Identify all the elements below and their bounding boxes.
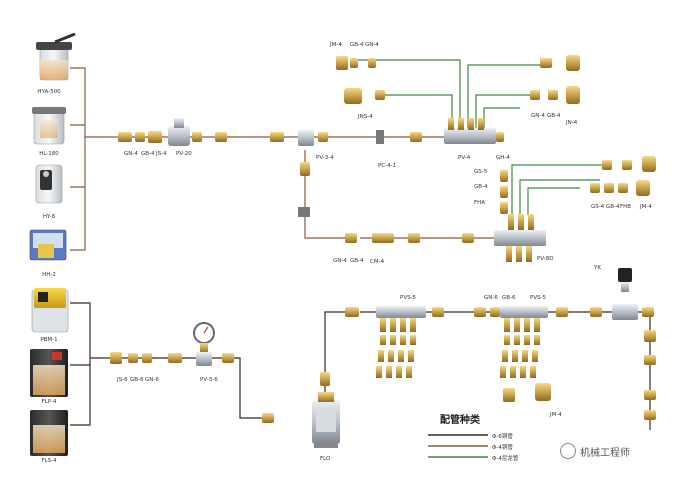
label-gn-4-right: GN-4: [531, 113, 545, 119]
label-gb-6: GB-6: [502, 295, 516, 301]
pvs-5-b-outlets: [500, 318, 540, 378]
pump-hl-180: [32, 107, 66, 145]
pump-hh-2: [29, 229, 67, 261]
label-pvs-5-a: PVS-5: [400, 295, 417, 301]
wechat-icon: [560, 443, 576, 459]
legend-item-phi6-copper: Φ-6铜管: [492, 434, 513, 440]
yk-pressure-switch: [612, 268, 638, 320]
legend-item-phi4-copper: Φ-4铜管: [492, 445, 513, 451]
label-jns-4: JNS-4: [358, 114, 373, 120]
pressure-gauge: [193, 322, 215, 366]
label-gb-4-mid2: GB-4: [606, 204, 620, 210]
legend-lines: [428, 434, 488, 458]
pump-label-pbm-1: PBM-1: [40, 337, 58, 343]
pv-20-filter: [168, 118, 202, 146]
label-gs-4: GS-4: [591, 204, 605, 210]
label-gn-4-bottom: GN-4: [333, 258, 347, 264]
fittings-middle-group: [345, 156, 656, 262]
label-pv-8d: PV-8D: [537, 256, 554, 262]
fittings-upper: [118, 118, 504, 217]
label-gb-4: GB-4: [141, 151, 155, 157]
pump-label-hl-180: HL-180: [39, 151, 59, 157]
pump-label-fls-4: FLS-4: [41, 458, 57, 464]
label-pv-20: PV-20: [176, 151, 192, 157]
label-gn-6: GN-6: [484, 295, 498, 301]
label-js-6: JS-6: [117, 377, 128, 383]
watermark-text: 机械工程师: [580, 447, 630, 459]
fittings-lower: [110, 268, 656, 448]
flo-unit: [312, 372, 340, 448]
pump-label-hya-500: HYA-500: [37, 89, 61, 95]
label-jm-4-mid: JM-4: [640, 204, 652, 210]
label-gs-5: GS-5: [474, 169, 488, 175]
pump-hya-500: [36, 32, 76, 81]
pvs-5-a-outlets: [376, 318, 416, 378]
fittings-top-group: [336, 55, 580, 104]
pump-pbm-1: [31, 288, 69, 333]
label-gn-4-top: GN-4: [365, 42, 379, 48]
label-pv-3-6: PV-3-6: [200, 377, 218, 383]
watermark: 机械工程师: [560, 443, 630, 459]
label-gb-4-top: GB-4: [350, 42, 364, 48]
label-pvs-5-b: PVS-5: [530, 295, 547, 301]
label-gb-6-left: GB-6: [130, 377, 144, 383]
legend-title: 配管种类: [440, 415, 480, 426]
pump-label-flp-4: FLP-4: [41, 399, 57, 405]
pump-fls-4: [30, 410, 68, 456]
label-fhb: FHB: [620, 204, 632, 210]
pump-hy-8: [35, 164, 63, 204]
label-jm-4-top: JM-4: [330, 42, 342, 48]
label-fha: FHA: [474, 200, 486, 206]
label-gb-4-bottom: GB-4: [350, 258, 364, 264]
label-flo: FLO: [320, 456, 331, 462]
label-pv-3-4: PV-3-4: [316, 155, 334, 161]
label-yk: YK: [594, 265, 601, 271]
label-gn-4: GN-4: [124, 151, 138, 157]
pump-label-hy-8: HY-8: [42, 214, 56, 220]
label-gn-6-left: GN-6: [145, 377, 159, 383]
pump-label-hh-2: HH-2: [42, 272, 56, 278]
label-cm-4: CM-4: [370, 259, 385, 265]
pump-flp-4: [30, 349, 68, 397]
label-js-4: JS-4: [156, 151, 167, 157]
label-jn-4: JN-4: [566, 120, 578, 126]
label-pv-4: PV-4: [458, 155, 471, 161]
label-gh-4: GH-4: [496, 155, 510, 161]
legend-item-phi4-nylon: Φ-4尼龙管: [492, 456, 519, 462]
label-gb-4-mid: GB-4: [474, 184, 488, 190]
label-pc-4-1: PC-4-1: [378, 163, 397, 169]
label-jm-4-bottom: JM-4: [550, 412, 562, 418]
label-gb-4-right: GB-4: [547, 113, 561, 119]
